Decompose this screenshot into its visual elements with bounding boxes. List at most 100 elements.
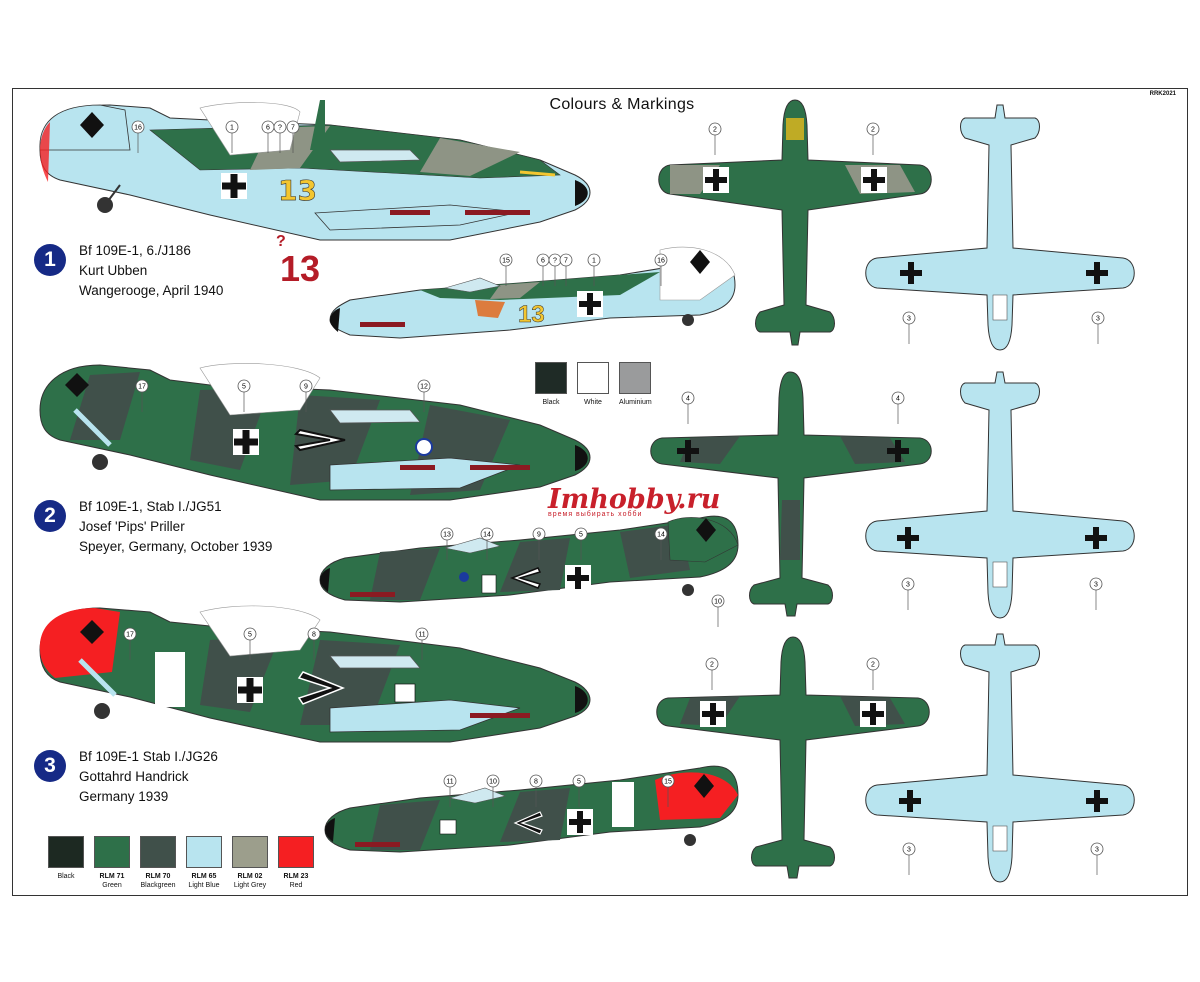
callout-v2-left-3: 12	[417, 379, 431, 412]
callout-v2-right-5: 10	[711, 594, 725, 627]
callout-v2-under-1: 3	[1089, 577, 1103, 610]
callout-number: 3	[907, 316, 911, 323]
callout-number: 5	[577, 779, 581, 786]
callout-v3-left-1: 5	[243, 627, 257, 660]
sheet-title: Colours & Markings	[549, 96, 695, 113]
callout-number: 14	[483, 532, 491, 539]
swatch-box	[94, 836, 130, 868]
variant-2-pilot: Josef 'Pips' Priller	[79, 519, 185, 534]
callout-number: 16	[657, 258, 665, 265]
callout-v3-left-2: 8	[307, 627, 321, 660]
variant-3-pilot: Gottahrd Handrick	[79, 769, 189, 784]
callout-v1-right-4: 1	[587, 253, 601, 286]
swatch-box	[232, 836, 268, 868]
callout-v1-left-2: 6	[261, 120, 275, 153]
v1-alt-mark: ?	[276, 233, 286, 250]
callout-number: 2	[713, 127, 717, 134]
callout-number: 2	[710, 662, 714, 669]
callout-number: ?	[553, 258, 557, 265]
callout-number: 10	[489, 779, 497, 786]
swatch-box	[535, 362, 567, 394]
callout-number: 7	[564, 258, 568, 265]
callout-v3-left-3: 11	[415, 627, 429, 660]
callout-number: ?	[278, 125, 282, 132]
callout-number: 8	[312, 632, 316, 639]
v2-top-view	[650, 371, 932, 617]
swatch-box	[619, 362, 652, 394]
callout-v3-under-1: 3	[1090, 842, 1104, 875]
callout-v2-right-3: 5	[574, 527, 588, 560]
callout-v3-top-0: 2	[705, 657, 719, 690]
callout-number: 1	[592, 258, 596, 265]
swatch-box	[48, 836, 84, 868]
variant-3-type: Bf 109E-1 Stab I./JG26	[79, 749, 218, 764]
callout-v2-under-0: 3	[901, 577, 915, 610]
callout-v1-top-1: 2	[866, 122, 880, 155]
sheet-code: RRK2021	[1149, 91, 1176, 97]
svg-text:13: 13	[518, 301, 545, 328]
v1-alt-code-text: 13	[280, 248, 320, 289]
callout-number: 10	[714, 599, 722, 606]
watermark-subtitle: время выбирать хобби	[548, 511, 643, 518]
callout-v3-right-4: 15	[661, 774, 675, 807]
callout-number: 9	[537, 532, 541, 539]
callout-number: 2	[871, 662, 875, 669]
callout-number: 6	[266, 125, 270, 132]
callout-v3-right-1: 10	[486, 774, 500, 807]
callout-number: 15	[502, 258, 510, 265]
callout-number: 5	[248, 632, 252, 639]
callout-v2-left-2: 9	[299, 379, 313, 412]
v3-under-view	[865, 633, 1135, 883]
variant-3-badge: 3	[34, 750, 66, 782]
variant-1-type: Bf 109E-1, 6./J186	[79, 243, 191, 258]
callout-v2-top-0: 4	[681, 391, 695, 424]
callout-v2-left-0: 17	[135, 379, 149, 412]
callout-number: 5	[242, 384, 246, 391]
swatch-box	[140, 836, 176, 868]
small-swatch-legend: Black White Aluminium	[535, 362, 662, 407]
v1-right-profile: 13	[329, 246, 736, 339]
callout-number: 16	[134, 125, 142, 132]
callout-number: 7	[291, 125, 295, 132]
callout-v3-right-3: 5	[572, 774, 586, 807]
callout-number: 2	[871, 127, 875, 134]
callout-number: 13	[443, 532, 451, 539]
watermark-logo: Imhobby.ru	[548, 484, 721, 515]
v2-left-profile	[39, 363, 591, 501]
callout-number: 11	[418, 632, 425, 639]
variant-2-place: Speyer, Germany, October 1939	[79, 539, 273, 554]
callout-v1-top-0: 2	[708, 122, 722, 155]
callout-number: 11	[446, 779, 453, 786]
v2-under-view	[865, 371, 1135, 619]
callout-number: 4	[896, 396, 900, 403]
callout-v3-left-0: 17	[123, 627, 137, 660]
v1-alt-code: ? 13	[276, 233, 320, 289]
swatch-white: White	[577, 362, 609, 407]
callout-number: 3	[907, 847, 911, 854]
callout-number: 15	[664, 779, 672, 786]
swatch-box	[186, 836, 222, 868]
v3-top-view	[656, 636, 930, 879]
swatch-label: Aluminium	[619, 399, 652, 406]
callout-v1-left-3: ?	[273, 120, 287, 153]
swatch-black: Black	[535, 362, 567, 407]
callout-number: 8	[534, 779, 538, 786]
variant-2-badge: 2	[34, 500, 66, 532]
callout-v1-under-1: 3	[1091, 311, 1105, 344]
swatch-label: Black	[57, 873, 75, 880]
swatch-label: Black	[542, 399, 560, 406]
callout-v1-right-1: 6	[536, 253, 550, 286]
callout-number: 3	[906, 582, 910, 589]
callout-v3-under-0: 3	[902, 842, 916, 875]
variant-3-place: Germany 1939	[79, 789, 169, 804]
callout-v1-right-5: 16	[654, 253, 668, 286]
